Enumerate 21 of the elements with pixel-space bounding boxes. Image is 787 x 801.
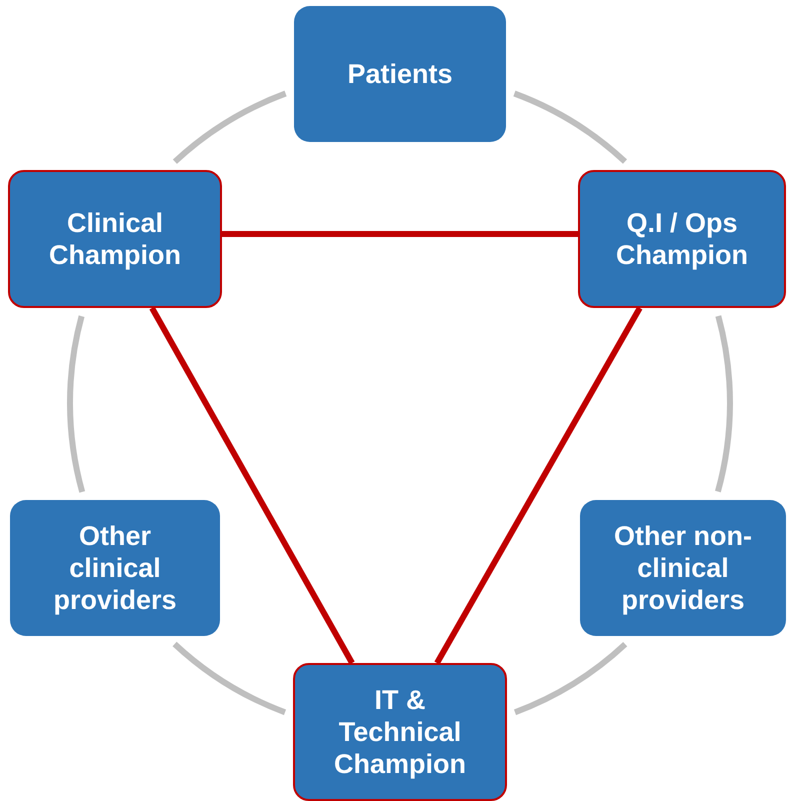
node-label: Patients (347, 58, 453, 90)
node-label: Other non-clinical providers (613, 520, 753, 616)
connector-arc (172, 642, 286, 716)
process-box (580, 500, 786, 636)
node-label: IT & Technical Champion (333, 684, 467, 780)
connector-arc (172, 90, 287, 164)
connector-arc (514, 642, 628, 716)
process-box (293, 663, 507, 801)
process-box (10, 500, 220, 636)
connector-arc (714, 315, 733, 492)
node-label: Q.I / Ops Champion (615, 207, 749, 271)
process-box (8, 170, 222, 308)
connector-line (434, 306, 642, 664)
connector-arc (513, 90, 627, 164)
connector-line (149, 306, 355, 664)
process-box (294, 6, 506, 142)
connector-line (222, 231, 578, 238)
node-label: Clinical Champion (48, 207, 182, 271)
process-box (578, 170, 786, 308)
node-label: Other clinical providers (52, 520, 178, 616)
connector-arc (67, 316, 86, 493)
